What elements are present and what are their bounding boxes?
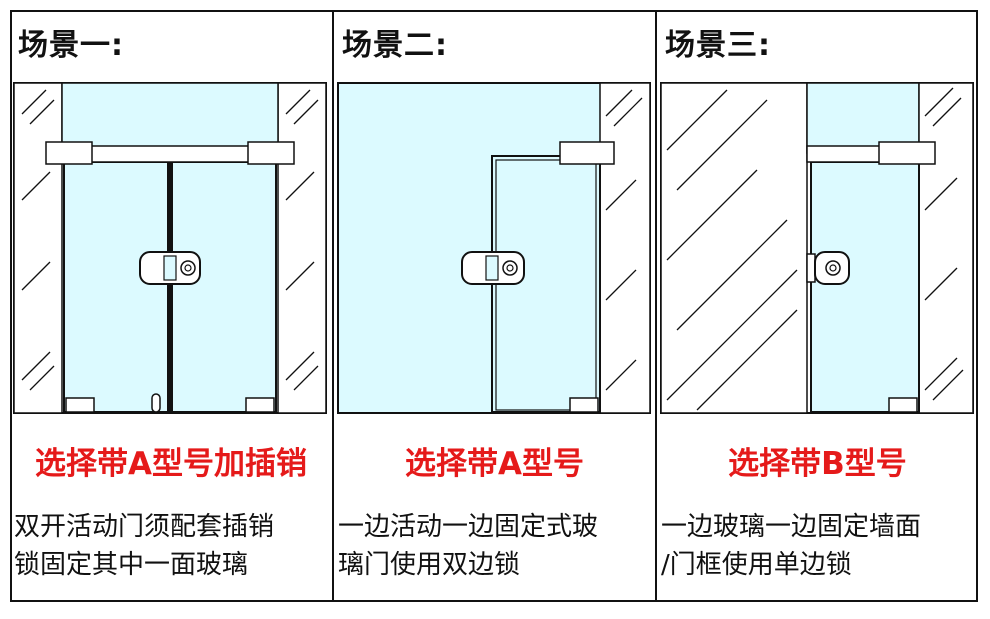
scene-3-wall-frame	[660, 82, 808, 414]
scene-2-door-diagram	[337, 82, 651, 414]
scene-2-bottom-patch	[569, 397, 599, 413]
scene-2-desc-line-2: 璃门使用双边锁	[338, 550, 521, 580]
scene-1-top-patch-right	[247, 141, 295, 165]
scene-1-desc-line-1: 双开活动门须配套插销	[14, 512, 275, 542]
scene-1-left-fixed-glass	[13, 82, 63, 414]
scene-1-description: 双开活动门须配套插销 锁固定其中一面玻璃	[14, 508, 274, 584]
outer-frame	[10, 10, 978, 602]
scene-1-panel: 场景一:	[10, 10, 332, 602]
scene-2-lock-keyhole-icon	[502, 260, 518, 276]
scene-3-bottom-patch	[888, 397, 918, 413]
scene-3-strike-plate	[806, 253, 816, 283]
scene-1-bottom-patch-right	[245, 397, 275, 413]
scene-1-title: 场景一:	[18, 28, 124, 63]
scene-1-caption: 选择带A型号加插销	[35, 446, 307, 482]
scene-3-right-glass-hatch	[924, 87, 964, 401]
scene-3-door-leaf	[810, 161, 920, 413]
scene-3-description: 一边玻璃一边固定墙面 /门框使用单边锁	[661, 508, 921, 584]
scene-1-desc-line-2: 锁固定其中一面玻璃	[14, 550, 249, 580]
scene-2-description: 一边活动一边固定式玻 璃门使用双边锁	[338, 508, 598, 584]
scene-3-top-patch	[878, 141, 936, 165]
scene-3-desc-line-2: /门框使用单边锁	[661, 550, 852, 580]
scene-3-lock-keyhole-icon	[825, 260, 841, 276]
scene-3-right-fixed-glass	[918, 82, 974, 414]
scene-1-right-fixed-glass	[277, 82, 327, 414]
scene-3-wall-hatch	[666, 89, 798, 411]
scene-3-panel: 场景三: 选择带B型号 一边玻璃一边固定墙面 /门框使用单边锁	[655, 10, 978, 602]
scene-2-top-patch	[559, 141, 615, 165]
scene-3-caption: 选择带B型号	[728, 446, 907, 482]
scene-2-lock-gap	[485, 255, 499, 281]
scene-1-left-door-leaf	[63, 161, 169, 413]
scene-2-desc-line-1: 一边活动一边固定式玻	[338, 512, 599, 542]
scene-2-title: 场景二:	[342, 28, 448, 63]
scene-1-bottom-patch-left	[65, 397, 95, 413]
scene-1-lock-keyhole-icon	[180, 260, 196, 276]
scene-2-right-glass-hatch	[605, 89, 643, 391]
scene-1-lock-gap	[163, 255, 177, 281]
scene-1-transom-glass	[61, 82, 279, 148]
scene-3-desc-line-1: 一边玻璃一边固定墙面	[661, 512, 922, 542]
scene-3-door-diagram	[660, 82, 974, 414]
scene-2-caption: 选择带A型号	[405, 446, 584, 482]
scene-1-right-door-leaf	[171, 161, 277, 413]
scene-2-right-fixed-glass	[599, 82, 651, 414]
scene-1-top-patch-left	[45, 141, 93, 165]
scene-1-floor-bolt	[151, 393, 161, 413]
scene-1-door-diagram	[13, 82, 327, 414]
scene-1-left-glass-hatch	[21, 89, 55, 391]
scene-1-right-glass-hatch	[285, 89, 319, 391]
scene-3-title: 场景三:	[665, 28, 771, 63]
scene-2-panel: 场景二: 选择带A型号 一边活动一边固定式玻 璃门使用双边锁	[332, 10, 655, 602]
